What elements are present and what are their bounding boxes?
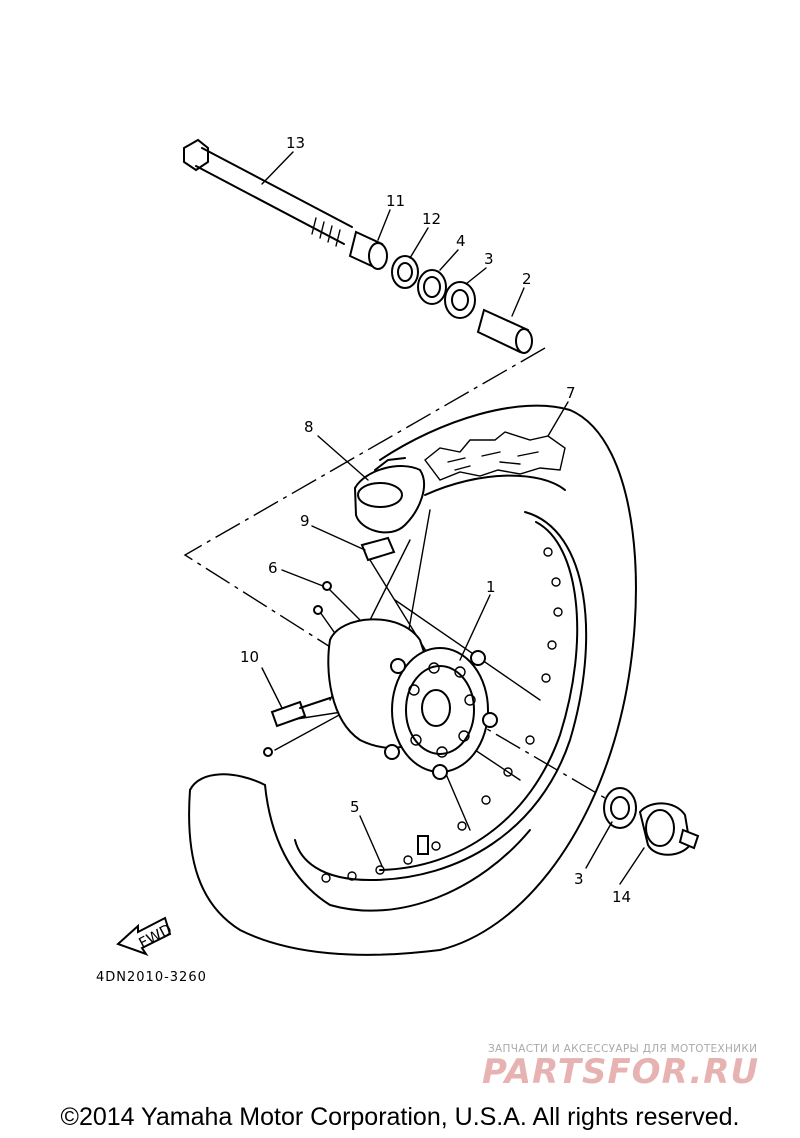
callout-3-lower: 3 (574, 870, 584, 888)
callout-12: 12 (422, 210, 441, 228)
callout-7: 7 (566, 384, 576, 402)
spoke-set-part (263, 581, 332, 757)
collar-part (348, 230, 388, 270)
callout-11: 11 (386, 192, 405, 210)
callout-4: 4 (456, 232, 466, 250)
rim-band-part (360, 536, 396, 562)
callout-labels: 13 11 12 4 3 2 7 8 9 6 1 10 5 3 14 (240, 134, 631, 906)
diagram-code: 4DN2010-3260 (96, 970, 207, 985)
tire-part (188, 404, 637, 956)
tube-part (353, 457, 425, 534)
axle-part (183, 138, 353, 247)
oil-seal-part (391, 255, 419, 289)
valve-part (270, 697, 331, 728)
callout-3-upper: 3 (484, 250, 494, 268)
callout-14: 14 (612, 888, 631, 906)
callout-13: 13 (286, 134, 305, 152)
meter-gear-part (638, 802, 700, 856)
callout-2: 2 (522, 270, 532, 288)
callout-5: 5 (350, 798, 360, 816)
spacer-part (476, 308, 533, 354)
watermark-tagline: ЗАПЧАСТИ И АКСЕССУАРЫ ДЛЯ МОТОТЕХНИКИ (488, 1043, 758, 1055)
copyright-notice: ©2014 Yamaha Motor Corporation, U.S.A. A… (60, 1103, 740, 1131)
hub-part (327, 618, 498, 780)
bearing-part-left (417, 269, 447, 305)
callout-9: 9 (300, 512, 310, 530)
forward-arrow-icon: FWD (116, 916, 175, 956)
callout-10: 10 (240, 648, 259, 666)
watermark-logo: PARTSFOR.RU (482, 1052, 760, 1092)
rim (294, 511, 588, 883)
bearing-part-lower (603, 787, 637, 829)
callout-8: 8 (304, 418, 314, 436)
callout-1: 1 (486, 578, 496, 596)
balancer-weight-part (417, 835, 429, 855)
callout-6: 6 (268, 559, 278, 577)
bearing-part-upper (444, 281, 476, 319)
leader-lines (261, 151, 645, 885)
